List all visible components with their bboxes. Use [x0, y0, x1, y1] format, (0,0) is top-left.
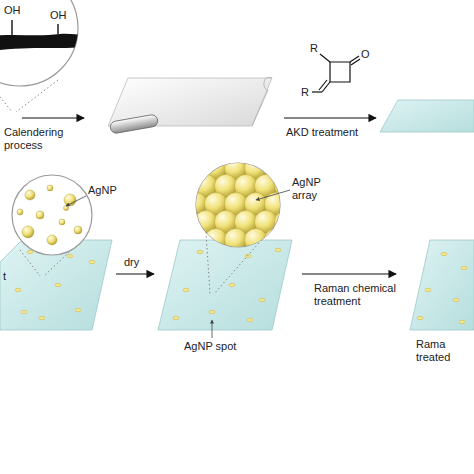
silver-spot [441, 252, 447, 256]
nanoparticle [225, 229, 248, 252]
text-label: dry [124, 256, 139, 269]
silver-spot [459, 320, 465, 324]
silver-spot [275, 248, 281, 252]
silver-spot [259, 298, 265, 302]
text-label: OH [50, 9, 67, 22]
text-label: AKD treatment [286, 126, 358, 139]
treated-sheet [380, 100, 474, 132]
nanoparticle [22, 226, 34, 238]
silver-spot [417, 316, 423, 320]
atom-label: O [361, 48, 370, 61]
silver-spot [173, 316, 179, 320]
nanoparticle [74, 226, 82, 234]
nanoparticle [59, 219, 65, 225]
silver-spot [461, 266, 467, 270]
nanoparticle [265, 229, 288, 252]
nanoparticle [295, 211, 318, 234]
nanoparticle [47, 185, 53, 191]
text-label: t [3, 270, 6, 283]
paper-sheet [108, 77, 272, 134]
nanoparticle [285, 229, 308, 252]
text-label: AgNP spot [184, 340, 236, 353]
silver-spot [183, 288, 189, 292]
silver-spot [21, 310, 27, 314]
process-arrow [284, 117, 376, 118]
nanoparticle [64, 206, 69, 211]
silver-spot [453, 298, 459, 302]
atom-label: R [301, 86, 309, 99]
nanoparticle [25, 190, 35, 200]
process-arrow [22, 117, 84, 118]
akd-structure [312, 54, 360, 92]
nanoparticle [205, 229, 228, 252]
text-label: OH [4, 4, 21, 17]
nanoparticle-inset [12, 175, 92, 276]
text-label: Rama treated [416, 338, 466, 364]
nanoparticle [275, 211, 298, 234]
sheet-with-spots [158, 240, 292, 338]
silver-spot [55, 283, 61, 287]
silver-spot [89, 260, 95, 264]
nanoparticle [185, 157, 208, 180]
surface-inset [0, 0, 90, 112]
nanoparticle [47, 235, 57, 245]
text-label: AgNP array [292, 176, 332, 202]
text-label: AgNP [88, 184, 117, 197]
text-label: Raman chemical treatment [314, 282, 402, 308]
silver-spot [67, 254, 73, 258]
silver-spot [425, 288, 431, 292]
text-label: Calendering process [4, 126, 76, 152]
raman-sheet [410, 240, 474, 330]
nanoparticle [17, 209, 23, 215]
silver-spot [15, 288, 21, 292]
nanoparticle [245, 229, 268, 252]
atom-label: R [310, 42, 318, 55]
nanoparticle [185, 229, 208, 252]
silver-spot [27, 250, 33, 254]
silver-spot [247, 318, 253, 322]
silver-spot [39, 316, 45, 320]
process-arrow [116, 273, 154, 274]
silver-spot [197, 250, 203, 254]
silver-spot [75, 308, 81, 312]
nanoparticle [36, 211, 44, 219]
silver-spot [229, 283, 235, 287]
process-arrow [302, 273, 396, 274]
silver-spot [209, 310, 215, 314]
